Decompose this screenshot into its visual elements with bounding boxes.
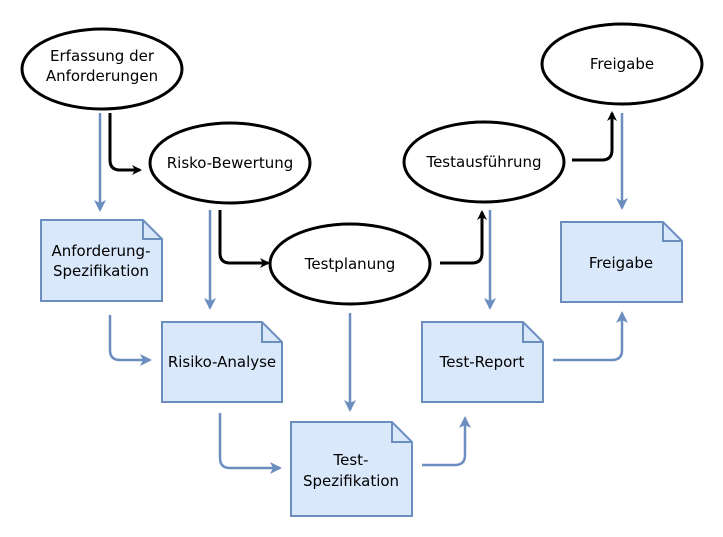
document-test-report[interactable]: Test-Report: [421, 321, 544, 403]
process-label: Testplanung: [304, 255, 395, 273]
document-requirements-spec[interactable]: Anforderung- Spezifikation: [40, 219, 163, 302]
process-requirements-capture[interactable]: Erfassung der Anforderungen: [20, 27, 184, 111]
process-test-execution[interactable]: Testausführung: [402, 120, 566, 204]
connector-testspec-to-report: [422, 416, 471, 467]
process-release[interactable]: Freigabe: [540, 22, 704, 106]
document-label-line1: Test-: [333, 451, 369, 469]
process-label: Freigabe: [590, 55, 654, 73]
document-label-line2: Spezifikation: [53, 262, 149, 280]
document-label-line1: Anforderung-: [52, 242, 151, 260]
connector-analysis-to-testspec: [218, 413, 282, 474]
connector-spec-to-risk-analysis: [108, 315, 152, 366]
document-release[interactable]: Freigabe: [560, 221, 683, 303]
process-risk-assessment[interactable]: Risko-Bewertung: [148, 121, 312, 205]
documents: Anforderung- Spezifikation Risiko-Analys…: [40, 219, 683, 517]
connector-capture-to-riskassess: [108, 113, 142, 175]
connector-riskassess-to-planning: [218, 210, 270, 268]
document-connectors: [94, 113, 628, 474]
connector-report-to-release: [553, 311, 628, 362]
process-label-line1: Erfassung der: [50, 47, 155, 65]
document-risk-analysis[interactable]: Risiko-Analyse: [161, 321, 283, 403]
process-test-planning[interactable]: Testplanung: [268, 222, 432, 306]
document-label-line2: Spezifikation: [303, 472, 399, 490]
process-label: Testausführung: [425, 153, 541, 171]
connector-execution-to-release: [572, 111, 617, 162]
document-test-spec[interactable]: Test- Spezifikation: [290, 421, 413, 517]
process-steps: Erfassung der Anforderungen Risko-Bewert…: [20, 22, 704, 306]
document-label: Freigabe: [589, 254, 653, 272]
connector-planning-to-execution: [440, 210, 487, 265]
process-label: Risko-Bewertung: [167, 154, 294, 172]
process-label-line2: Anforderungen: [46, 67, 158, 85]
document-label: Risiko-Analyse: [168, 353, 276, 371]
document-label: Test-Report: [439, 353, 525, 371]
process-connectors: [108, 111, 617, 268]
